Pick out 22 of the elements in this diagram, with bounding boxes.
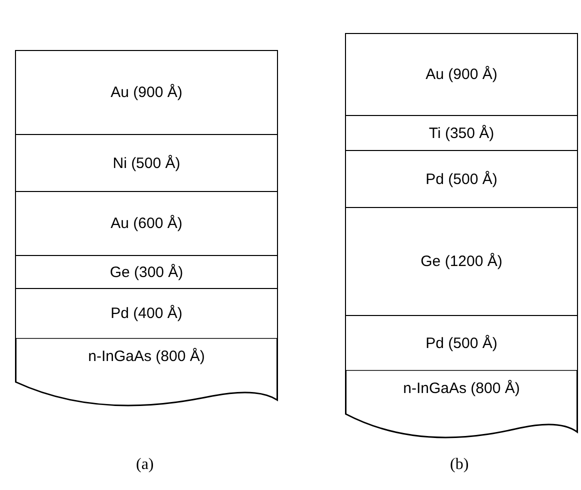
layer-label: Au (900 Å) (426, 66, 498, 83)
layer-label: Pd (400 Å) (110, 305, 182, 322)
layer-box (15, 134, 278, 191)
layer-box (345, 33, 578, 115)
layer-box (15, 191, 278, 255)
layer-box (345, 150, 578, 207)
layer-label: n-InGaAs (800 Å) (88, 348, 205, 365)
panel-label: (b) (450, 456, 469, 474)
layer-label: Au (900 Å) (110, 84, 182, 101)
layer-box (15, 50, 278, 134)
panel-label: (a) (136, 456, 154, 474)
layer-label: Ni (500 Å) (112, 154, 180, 172)
layer-box (15, 255, 278, 288)
layer-label: n-InGaAs (800 Å) (403, 380, 520, 397)
layer-label: Ti (350 Å) (428, 124, 494, 142)
layer-box (345, 115, 578, 150)
layer-label: Au (600 Å) (110, 215, 182, 232)
layer-label: Ge (300 Å) (110, 264, 184, 280)
layer-label: Pd (500 Å) (426, 170, 498, 188)
layer-box (345, 207, 578, 315)
layer-label: Ge (1200 Å) (420, 253, 502, 270)
layer-label: Pd (500 Å) (426, 334, 498, 352)
